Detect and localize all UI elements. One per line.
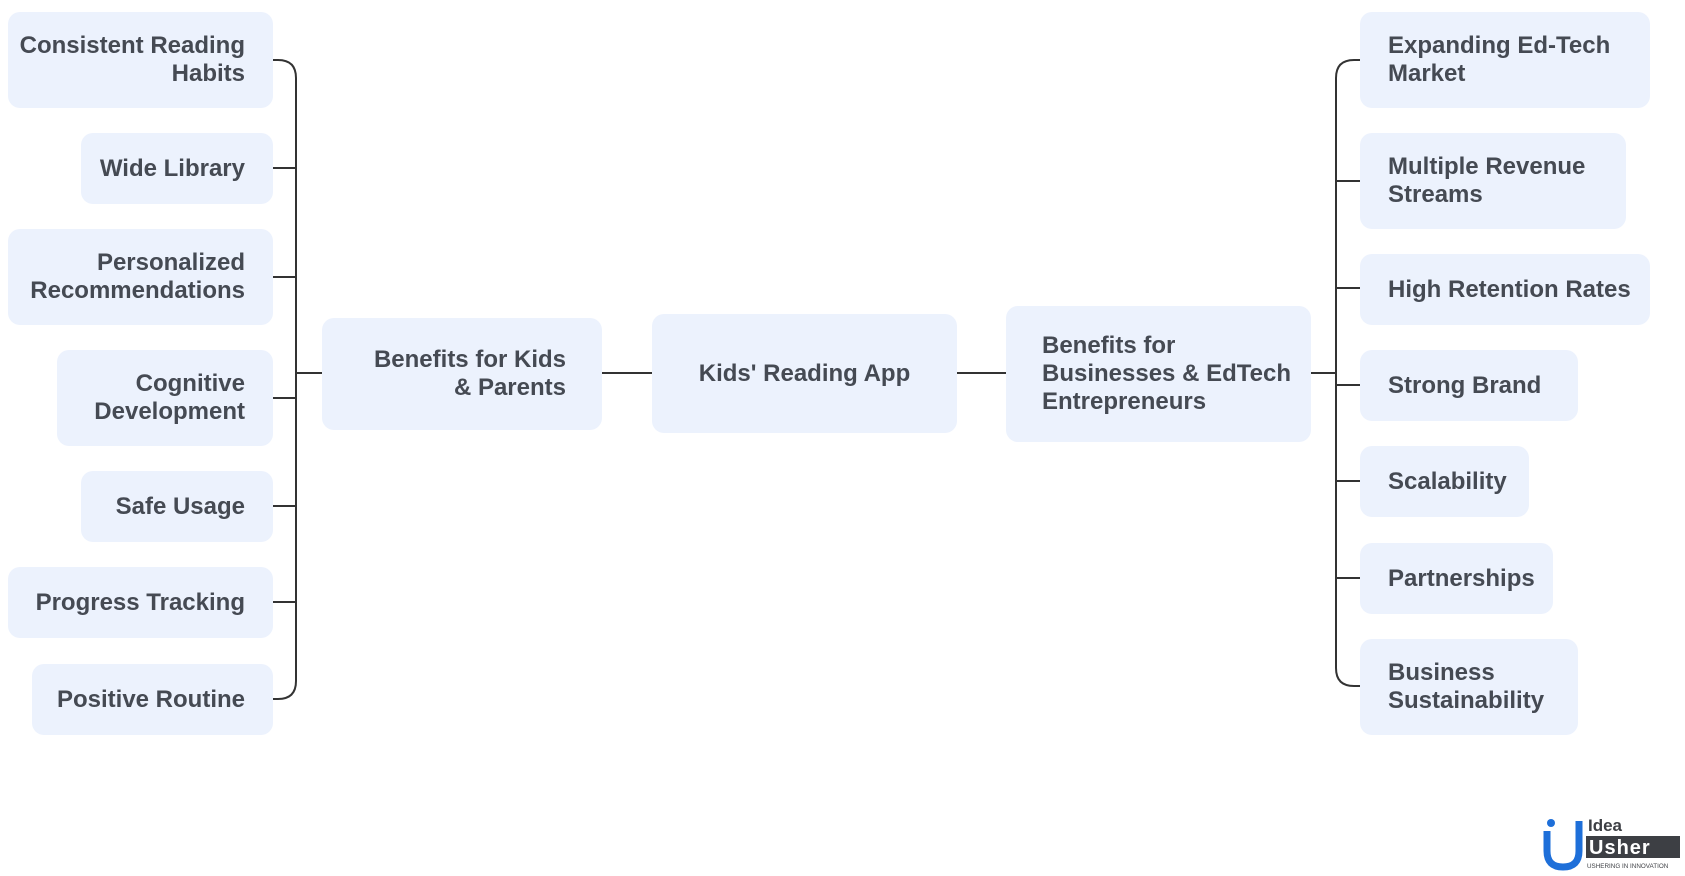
right-leaf-business-sustainability: Business Sustainability (1360, 639, 1578, 735)
left-leaf-progress-tracking: Progress Tracking (8, 567, 273, 638)
left-leaf-positive-routine: Positive Routine (32, 664, 273, 735)
idea-usher-logo: Idea Usher USHERING IN INNOVATION (1542, 815, 1680, 871)
branch-node-businesses: Benefits for Businesses & EdTech Entrepr… (1006, 306, 1311, 442)
svg-text:Usher: Usher (1589, 837, 1651, 859)
left-leaf-cognitive-development: Cognitive Development (57, 350, 273, 446)
left-leaf-safe-usage: Safe Usage (81, 471, 273, 542)
left-leaf-personalized-recommendations: Personalized Recommendations (8, 229, 273, 325)
left-trunk-line (261, 59, 297, 700)
branch-node-kids-parents: Benefits for Kids & Parents (322, 318, 602, 430)
root-node: Kids' Reading App (652, 314, 957, 433)
left-leaf-wide-library: Wide Library (81, 133, 273, 204)
left-leaf-consistent-reading-habits: Consistent Reading Habits (8, 12, 273, 108)
svg-text:USHERING IN INNOVATION: USHERING IN INNOVATION (1587, 863, 1669, 870)
idea-usher-logo-mark: Idea Usher USHERING IN INNOVATION (1543, 816, 1680, 871)
right-leaf-partnerships: Partnerships (1360, 543, 1553, 614)
right-leaf-scalability: Scalability (1360, 446, 1529, 517)
right-leaf-expanding-ed-tech-market: Expanding Ed-Tech Market (1360, 12, 1650, 108)
svg-text:Idea: Idea (1588, 816, 1623, 835)
right-leaf-multiple-revenue-streams: Multiple Revenue Streams (1360, 133, 1626, 229)
right-leaf-strong-brand: Strong Brand (1360, 350, 1578, 421)
right-leaf-high-retention-rates: High Retention Rates (1360, 254, 1650, 325)
right-trunk-line (1335, 59, 1370, 687)
